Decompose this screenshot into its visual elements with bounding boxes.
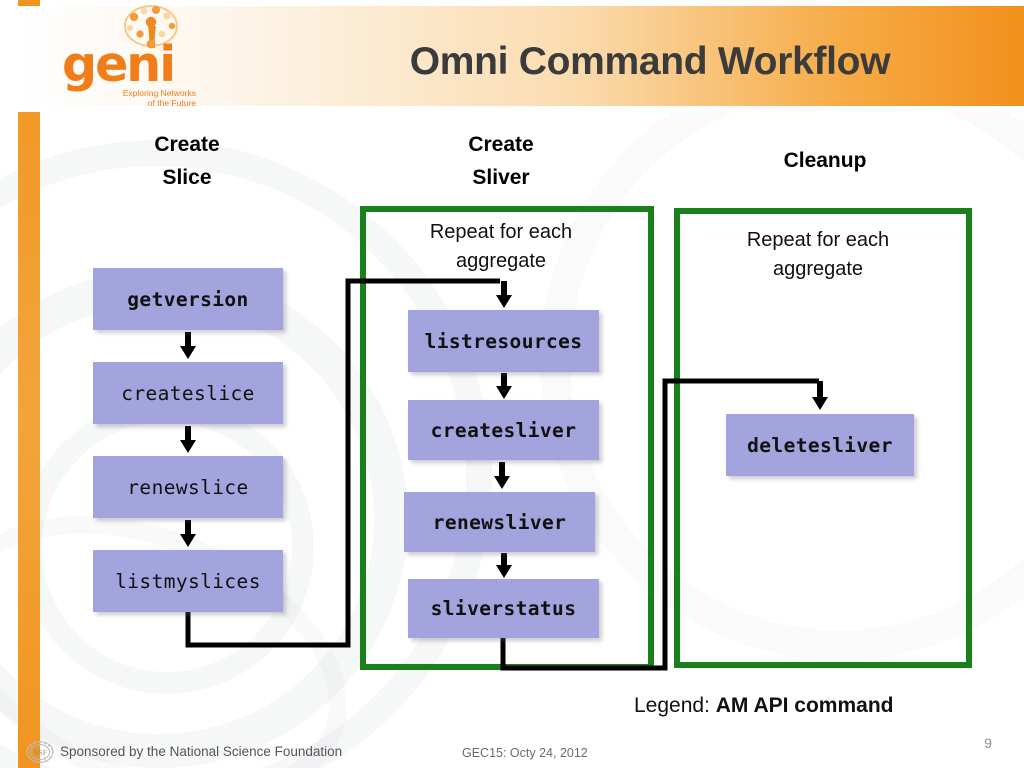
nsf-seal-icon: NSF xyxy=(26,741,54,763)
create-slice-heading-line1: Create xyxy=(154,133,220,156)
repeat-label-cleanup: Repeat for each aggregate xyxy=(712,226,924,284)
command-box-listresources[interactable]: listresources xyxy=(408,310,599,372)
legend-prefix: Legend: xyxy=(634,694,716,717)
page-title: Omni Command Workflow xyxy=(409,40,891,83)
geni-tagline: Exploring Networks of the Future xyxy=(58,88,196,108)
command-box-createsliver[interactable]: createsliver xyxy=(408,400,599,460)
column-heading-create-sliver: Create Sliver xyxy=(406,128,596,194)
svg-text:NSF: NSF xyxy=(33,748,47,757)
command-box-renewsliver[interactable]: renewsliver xyxy=(404,492,595,552)
repeat-label-create-sliver: Repeat for each aggregate xyxy=(392,218,610,276)
command-box-sliverstatus[interactable]: sliverstatus xyxy=(408,579,599,638)
geni-wordmark: geni xyxy=(62,36,176,93)
footer-rule xyxy=(18,733,1024,734)
header-underline xyxy=(18,106,1024,112)
repeat-cleanup-line2: aggregate xyxy=(772,258,864,280)
legend-am-api-command: AM API command xyxy=(715,694,894,717)
create-slice-heading-line2: Slice xyxy=(162,166,212,189)
repeat-sliver-line1: Repeat for each xyxy=(429,221,573,243)
arrow-renewsliver-to-sliverstatus xyxy=(496,553,512,581)
legend: Legend: AM API command xyxy=(634,694,894,718)
footer-event-date: GEC15: Octy 24, 2012 xyxy=(462,746,588,760)
arrow-into-listresources xyxy=(496,281,512,311)
geni-logo: geni Exploring Networks of the Future xyxy=(58,4,200,110)
geni-tagline-line1: Exploring Networks xyxy=(122,88,196,98)
arrow-getversion-to-createslice xyxy=(180,332,196,360)
arrow-createsliver-to-renewsliver xyxy=(494,462,510,492)
geni-tagline-line2: of the Future xyxy=(147,98,196,108)
command-box-listmyslices[interactable]: listmyslices xyxy=(93,550,283,612)
header-band xyxy=(18,6,1024,106)
repeat-cleanup-line1: Repeat for each xyxy=(746,229,890,251)
column-heading-create-slice: Create Slice xyxy=(92,128,282,194)
repeat-sliver-line2: aggregate xyxy=(455,250,547,272)
create-sliver-heading-line1: Create xyxy=(468,133,534,156)
command-box-renewslice[interactable]: renewslice xyxy=(93,456,283,518)
command-box-createslice[interactable]: createslice xyxy=(93,362,283,424)
command-box-deletesliver[interactable]: deletesliver xyxy=(726,414,914,476)
arrow-renewslice-to-listmyslices xyxy=(180,520,196,548)
column-heading-cleanup: Cleanup xyxy=(783,149,867,172)
command-box-getversion[interactable]: getversion xyxy=(93,268,283,330)
arrow-into-deletesliver xyxy=(812,381,828,415)
geni-globe-icon xyxy=(124,5,178,49)
create-sliver-heading-line2: Sliver xyxy=(472,166,530,189)
left-orange-rail xyxy=(18,0,40,768)
footer-sponsor-text: Sponsored by the National Science Founda… xyxy=(60,744,343,759)
arrow-createslice-to-renewslice xyxy=(180,426,196,454)
arrow-listresources-to-createsliver xyxy=(496,373,512,401)
footer-page-number: 9 xyxy=(984,735,992,751)
